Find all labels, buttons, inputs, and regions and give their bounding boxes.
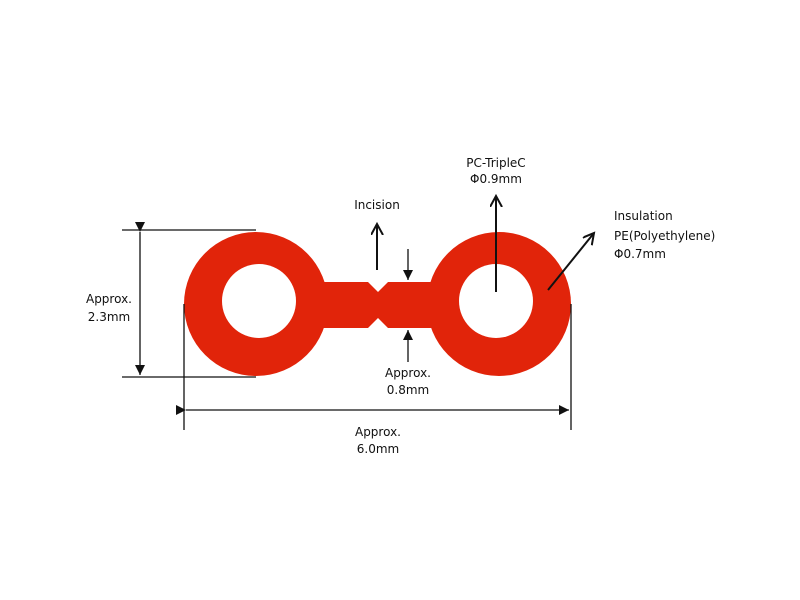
height-label-line2: 2.3mm <box>88 310 130 324</box>
web-gap-label-line1: Approx. <box>385 366 431 380</box>
insulation-web <box>318 282 440 328</box>
conductor-label-line2: Φ0.9mm <box>470 172 522 186</box>
insulation-body <box>184 232 571 376</box>
incision-label: Incision <box>354 198 400 212</box>
height-dimension <box>122 222 256 378</box>
height-label-line1: Approx. <box>86 292 132 306</box>
width-label-line2: 6.0mm <box>357 442 399 456</box>
width-dimension <box>176 304 572 430</box>
conductor-label-line1: PC-TripleC <box>466 156 525 170</box>
insulation-arrow <box>547 233 594 291</box>
insulation-label-line1: Insulation <box>614 209 673 223</box>
insulation-label-line2: PE(Polyethylene) <box>614 229 715 243</box>
conductor-left-core <box>222 264 296 338</box>
width-label-line1: Approx. <box>355 425 401 439</box>
insulation-label-line3: Φ0.7mm <box>614 247 666 261</box>
web-gap-label-line2: 0.8mm <box>387 383 429 397</box>
conductor-right-core <box>459 264 533 338</box>
